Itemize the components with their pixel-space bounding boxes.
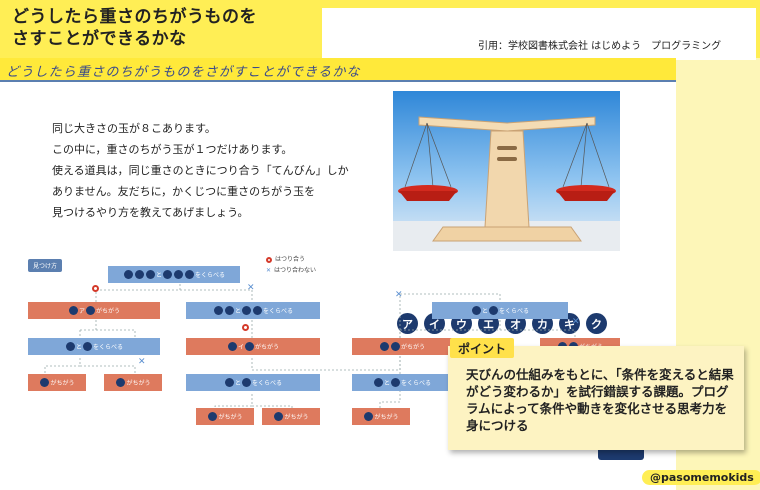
point-card	[448, 346, 744, 450]
balance-scale-photo	[393, 91, 620, 251]
ball-icon	[65, 342, 75, 351]
ball-icon	[40, 378, 50, 387]
result-box: がちがう	[104, 374, 162, 391]
ball-icon	[391, 378, 400, 387]
ball-icon	[83, 342, 92, 351]
ball-label: ア	[397, 313, 418, 334]
citation: 引用：学校図書株式会社 はじめよう プログラミング	[478, 41, 722, 52]
ball-icon	[242, 378, 251, 387]
ball-icon	[390, 342, 400, 351]
slide-title: どうしたら重さのちがうものを さすことができるかな	[12, 6, 257, 50]
header-band: どうしたら重さのちがうものを さすことができるかな 引用：学校図書株式会社 はじ…	[0, 0, 760, 60]
ball-icon	[68, 306, 78, 315]
result-box: がちがう	[352, 338, 452, 355]
result-box: がちがう	[352, 408, 410, 425]
ball-icon	[123, 270, 133, 279]
result-box: アがちがう	[28, 302, 160, 319]
ball-icon	[253, 306, 262, 315]
compare-box: とをくらべる	[186, 374, 320, 391]
compare-box: とをくらべる	[28, 338, 160, 355]
flowchart-connectors	[44, 276, 576, 416]
ball-icon	[373, 378, 383, 387]
compare-box: と をくらべる	[186, 302, 320, 319]
unbalanced-mark-icon: ✕	[572, 317, 580, 327]
ball-icon	[379, 342, 389, 351]
ball-icon	[174, 270, 183, 279]
point-text: 天びんの仕組みをもとに、「条件を変えると結果がどう変わるか」を試行錯誤する課題。…	[466, 367, 734, 433]
ball-labels: ア イ ウ エ オ カ キ ク	[397, 313, 607, 334]
problem-line: 同じ大きさの玉が８こあります。	[52, 122, 216, 135]
ball-icon	[489, 306, 498, 315]
ball-label: ク	[586, 313, 607, 334]
problem-line: ありません。友だちに，かくじつに重さのちがう玉を	[52, 185, 316, 198]
compare-box: とをくらべる	[432, 302, 568, 319]
ball-icon	[116, 378, 126, 387]
compare-box: とをくらべる	[352, 374, 452, 391]
problem-line: 使える道具は，同じ重さのときにつり合う「てんびん」しか	[52, 164, 349, 177]
title-line-1: どうしたら重さのちがうものを	[12, 7, 257, 27]
balanced-mark-icon	[266, 256, 272, 263]
ball-icon	[471, 306, 481, 315]
compare-box-iue-vs-oka: と をくらべる	[108, 266, 240, 283]
problem-line: 見つけるやり方を教えてあげましょう。	[52, 206, 249, 219]
flow-tag: 見つけ方	[28, 259, 63, 272]
balanced-mark-icon	[92, 285, 99, 292]
ball-icon	[242, 306, 251, 315]
result-box: がちがう	[196, 408, 254, 425]
legend-balanced: はつり合う	[266, 254, 316, 265]
ball-icon	[227, 342, 237, 351]
ball-icon	[208, 412, 218, 421]
unbalanced-mark-icon: ✕	[247, 283, 255, 293]
unbalanced-mark-icon: ✕	[266, 267, 272, 274]
result-box: がちがう	[28, 374, 86, 391]
ball-icon	[213, 306, 223, 315]
header-white-panel	[322, 8, 756, 60]
unbalanced-mark-icon: ✕	[138, 357, 146, 367]
ball-icon	[145, 270, 155, 279]
ball-icon	[224, 306, 234, 315]
result-box: イがちがう	[186, 338, 320, 355]
unbalanced-mark-icon: ✕	[395, 290, 403, 300]
ball-icon	[274, 412, 284, 421]
page-banner: どうしたら重さのちがうものをさがすことができるかな	[0, 58, 676, 82]
page-banner-text: どうしたら重さのちがうものをさがすことができるかな	[6, 65, 361, 80]
ball-icon	[86, 306, 95, 315]
flow-legend: はつり合う ✕はつり合わない	[266, 254, 316, 276]
title-line-2: さすことができるかな	[12, 29, 187, 49]
legend-unbalanced: ✕はつり合わない	[266, 267, 317, 274]
ball-icon	[364, 412, 374, 421]
textbook-page: どうしたら重さのちがうものをさがすことができるかな 同じ大きさの玉が８こあります…	[0, 58, 676, 490]
ball-icon	[163, 270, 172, 279]
point-label: ポイント	[450, 338, 515, 358]
result-box: がちがう	[262, 408, 320, 425]
problem-text: 同じ大きさの玉が８こあります。 この中に，重さのちがう玉が１つだけあります。 使…	[52, 118, 349, 223]
account-handle: @pasomemokids	[642, 470, 760, 485]
ball-icon	[185, 270, 194, 279]
ball-icon	[245, 342, 254, 351]
balanced-mark-icon	[242, 324, 249, 331]
problem-line: この中に，重さのちがう玉が１つだけあります。	[52, 143, 293, 156]
balance-scale-illustration	[393, 116, 620, 251]
ball-icon	[134, 270, 144, 279]
ball-icon	[224, 378, 234, 387]
